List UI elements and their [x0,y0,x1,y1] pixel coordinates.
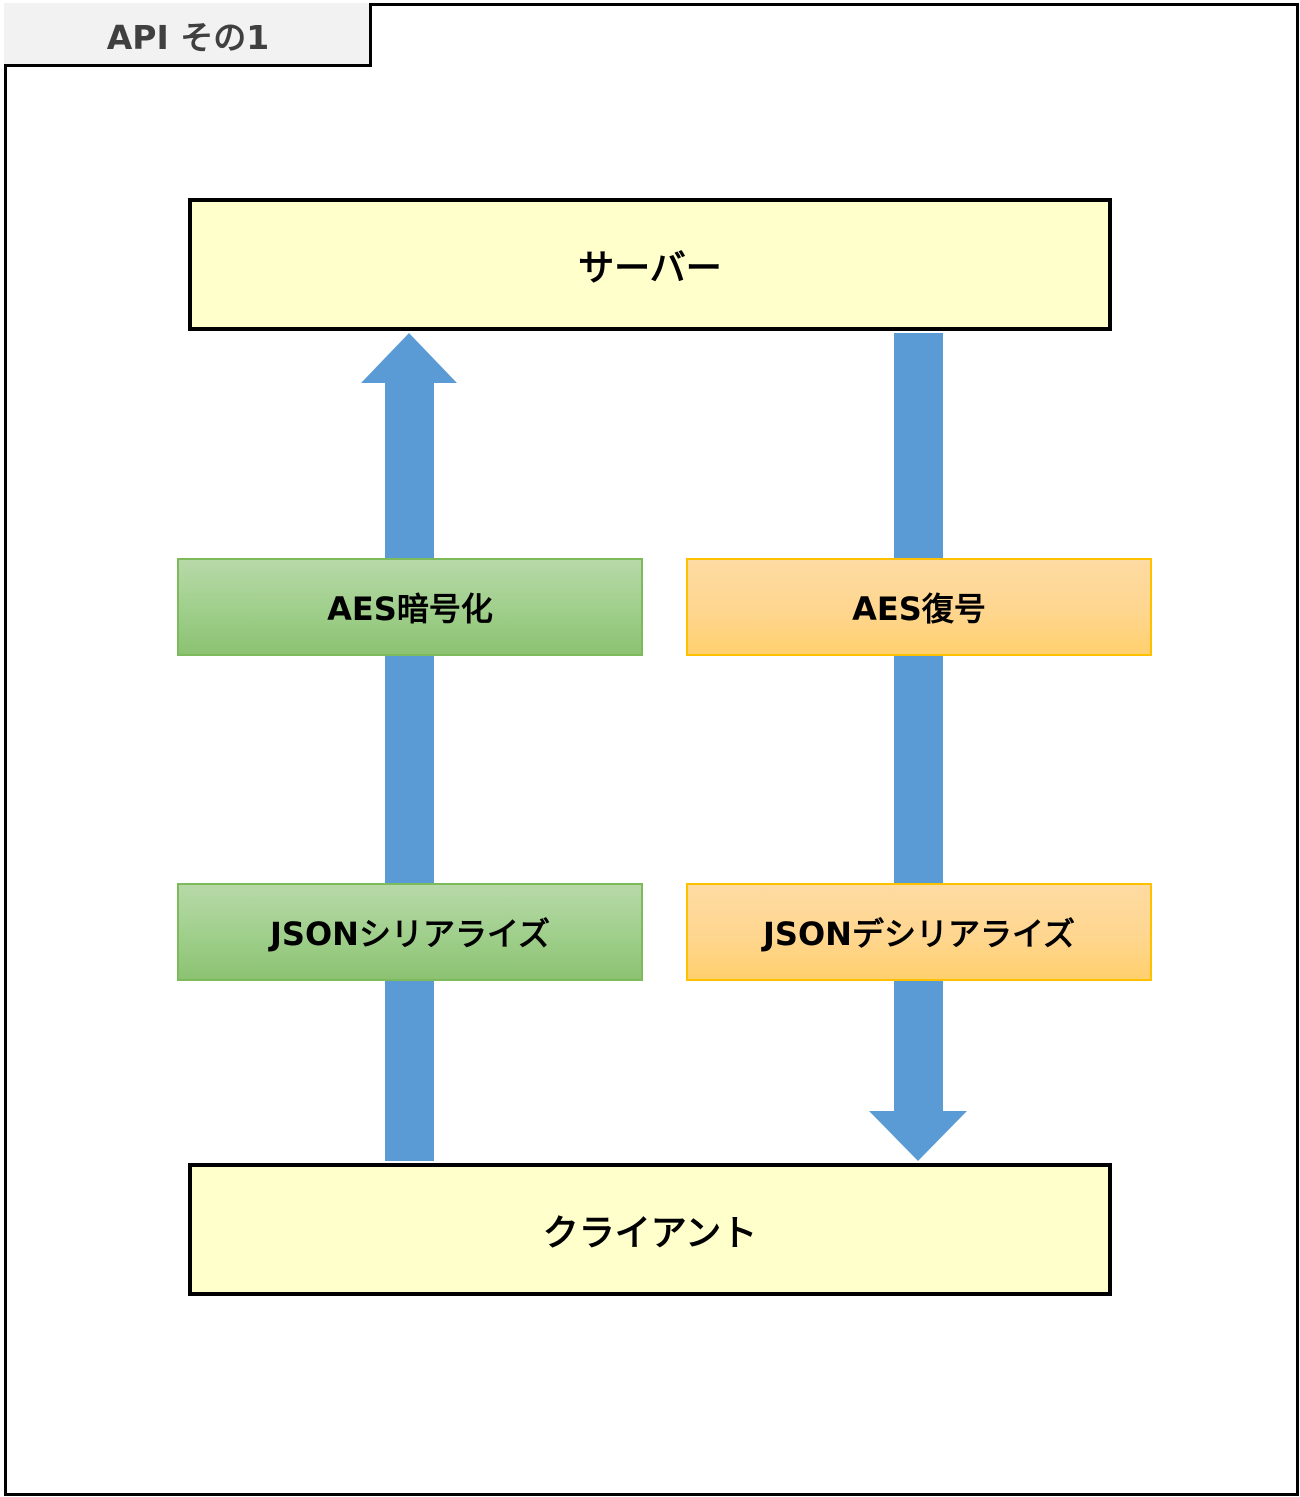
down-arrow [869,333,967,1161]
json-serialize-label: JSONシリアライズ [270,915,550,953]
up-arrow [361,333,457,1161]
json-deserialize-label: JSONデシリアライズ [763,915,1075,953]
server-label: サーバー [578,247,722,289]
aes-decrypt-label: AES復号 [852,590,986,628]
server-node: サーバー [188,198,1112,331]
diagram-title-tab: API その1 [4,3,372,67]
aes-decrypt-step: AES復号 [686,558,1152,656]
json-deserialize-step: JSONデシリアライズ [686,883,1152,981]
json-serialize-step: JSONシリアライズ [177,883,643,981]
client-node: クライアント [188,1163,1112,1296]
aes-encrypt-step: AES暗号化 [177,558,643,656]
aes-encrypt-label: AES暗号化 [327,590,493,628]
client-label: クライアント [542,1212,758,1254]
diagram-title: API その1 [106,18,270,57]
